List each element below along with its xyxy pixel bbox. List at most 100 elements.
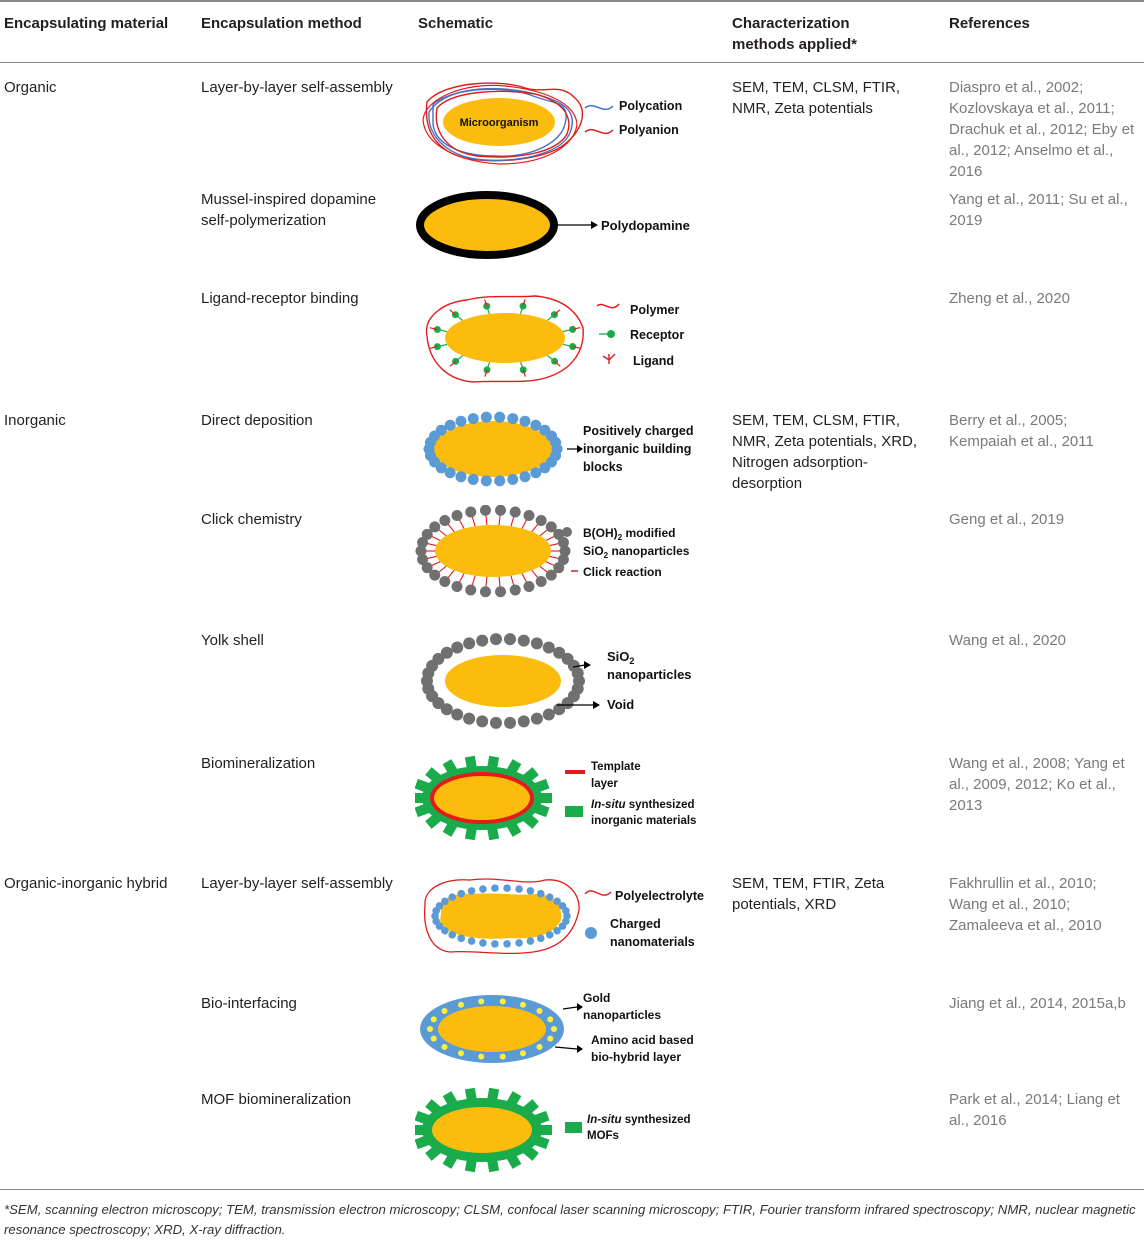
method-cell: Biomineralization — [201, 755, 316, 772]
particle — [463, 637, 476, 650]
particle — [444, 467, 456, 479]
mof-label-1: In-situ synthesized — [587, 1114, 691, 1126]
click-link — [531, 523, 539, 533]
particle — [571, 667, 584, 680]
schematic-lbl-hybrid: Polyelectrolyte Charged nanomaterials — [423, 878, 704, 955]
particle — [463, 712, 476, 725]
particle — [441, 1008, 448, 1015]
mineral-block — [464, 1087, 477, 1102]
particle — [440, 646, 453, 659]
mineral-block — [487, 826, 500, 841]
click-link — [430, 535, 441, 541]
header-rule — [0, 62, 1144, 63]
particle — [503, 940, 511, 948]
particle — [542, 708, 555, 721]
header-material: Encapsulating material — [4, 15, 169, 32]
schematic-biomineralization: Template layer In-situ synthesized inorg… — [415, 755, 696, 841]
mineral-block — [540, 1125, 552, 1135]
particle — [479, 505, 491, 516]
particle — [432, 652, 445, 665]
particle — [417, 536, 429, 548]
click-link — [539, 528, 549, 537]
receptor — [569, 325, 577, 333]
particle — [547, 1035, 554, 1042]
ligand — [449, 309, 456, 316]
particle — [545, 521, 557, 533]
template-label-2: layer — [591, 778, 618, 790]
particle — [451, 641, 464, 654]
characterization-organic: SEM, TEM, CLSM, FTIR, NMR, Zeta potentia… — [732, 79, 901, 117]
charged-label-2: nanomaterials — [610, 935, 695, 949]
mineral-block — [540, 793, 552, 803]
characterization-hybrid: SEM, TEM, FTIR, Zeta potentials, XRD — [732, 875, 885, 913]
polydopamine-label: Polydopamine — [601, 218, 690, 233]
material-organic: Organic — [4, 79, 57, 96]
particle — [440, 703, 453, 716]
microorganism-label: Microorganism — [460, 117, 539, 129]
ligand — [572, 345, 581, 349]
particle — [429, 521, 441, 533]
particle — [441, 1043, 448, 1050]
click-link — [498, 576, 501, 588]
particle — [435, 902, 444, 910]
particle — [530, 637, 543, 650]
particle — [509, 506, 521, 518]
particle — [429, 569, 441, 581]
particle — [467, 887, 476, 895]
particle — [467, 473, 479, 485]
particle — [417, 554, 429, 566]
particle — [550, 436, 562, 448]
click-link — [437, 528, 447, 537]
schematic-polydopamine: Polydopamine — [416, 191, 690, 259]
reference-cell: Wang et al., 2020 — [949, 632, 1067, 649]
particle — [557, 536, 569, 548]
particle — [457, 934, 466, 943]
ligand — [554, 309, 561, 316]
click-link — [485, 576, 488, 588]
particle — [430, 1016, 437, 1023]
particle — [519, 471, 531, 483]
reference-cell: Jiang et al., 2014, 2015a,b — [949, 995, 1126, 1012]
particle — [494, 411, 506, 423]
ligand-label: Ligand — [633, 354, 674, 368]
particle — [480, 475, 492, 487]
particle — [427, 1026, 433, 1032]
particle — [553, 562, 565, 574]
particle — [467, 937, 476, 945]
click-label-3: Click reaction — [583, 565, 662, 579]
characterization-inorganic: SEM, TEM, CLSM, FTIR, NMR, Zeta potentia… — [732, 412, 918, 492]
material-hybrid: Organic-inorganic hybrid — [4, 875, 168, 892]
particle — [479, 885, 487, 893]
schematic-ligand-receptor: Polymer Receptor Ligand — [425, 295, 684, 383]
polycation-label: Polycation — [619, 99, 682, 113]
particle — [519, 415, 531, 427]
particle — [520, 1050, 526, 1057]
particle — [435, 424, 447, 436]
schematic-yolk-shell: SiO2 nanoparticles Void — [421, 633, 692, 729]
particle — [553, 897, 561, 906]
click-link — [510, 515, 515, 527]
header-method: Encapsulation method — [201, 15, 362, 32]
particle — [439, 515, 451, 527]
method-cell: Ligand-receptor binding — [201, 290, 359, 307]
particle — [545, 569, 557, 581]
template-label-1: Template — [591, 761, 641, 773]
particle — [479, 939, 487, 947]
mineral-block — [464, 826, 477, 841]
method-cell: Click chemistry — [201, 511, 302, 528]
reference-cell: Berry et al., 2005; Kempaiah et al., 201… — [949, 412, 1094, 450]
particle — [558, 922, 567, 930]
click-link — [498, 514, 501, 526]
particle — [503, 884, 511, 892]
particle — [444, 419, 456, 431]
particle — [421, 562, 433, 574]
receptor — [433, 343, 441, 351]
insitu-label-2: inorganic materials — [591, 815, 696, 827]
particle — [536, 1008, 543, 1015]
ligand — [429, 327, 438, 331]
click-link — [471, 515, 476, 527]
particle — [448, 893, 457, 901]
charged-label-1: Charged — [610, 917, 661, 931]
header-schematic: Schematic — [418, 15, 494, 32]
particle — [495, 586, 507, 598]
